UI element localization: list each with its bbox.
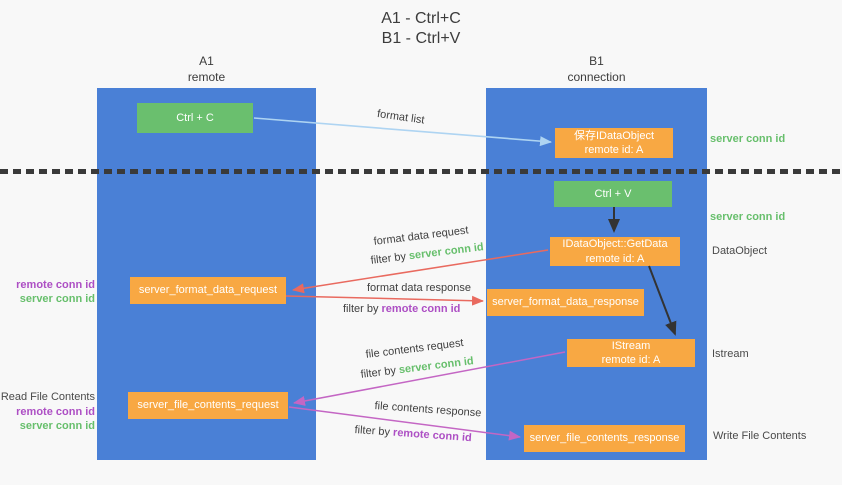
annotation-read-file-contents: Read File Contents [0, 391, 95, 403]
node-format-response-label: server_format_data_response [492, 296, 639, 309]
column-a1-name: A1 [199, 54, 214, 68]
filter-by-remote-conn-id-label-1: filter by remote conn id [343, 303, 460, 315]
column-b1-name: B1 [589, 54, 604, 68]
filter-by-remote-conn-id-label-2: filter by remote conn id [354, 424, 472, 444]
node-format-request-label: server_format_data_request [138, 284, 278, 297]
server-conn-id-text: server conn id [408, 241, 485, 263]
node-ctrl-v-label: Ctrl + V [594, 187, 632, 200]
remote-conn-id-text: remote conn id [392, 426, 473, 445]
annotation-remote-conn-id-1: remote conn id [16, 279, 95, 291]
server-conn-id-text: server conn id [398, 355, 475, 377]
filter-by-text: filter by [343, 303, 379, 315]
annotation-server-conn-id-top-right: server conn id [710, 133, 786, 145]
column-b1-role: connection [567, 69, 626, 84]
annotation-server-conn-id-1: server conn id [19, 293, 95, 305]
node-ctrl-c-label: Ctrl + C [176, 111, 214, 124]
node-ctrl-v: Ctrl + V [554, 181, 672, 207]
node-save-idataobject-line2: remote id: A [584, 144, 644, 156]
filter-by-text: filter by [370, 250, 407, 267]
node-server-file-contents-request: server_file_contents_request [128, 392, 288, 419]
filter-by-text: filter by [360, 364, 397, 381]
file-contents-response-label: file contents response [374, 400, 482, 420]
annotation-remote-conn-id-2: remote conn id [16, 406, 95, 418]
column-header-a1: A1 remote [97, 54, 316, 85]
node-server-format-data-request: server_format_data_request [130, 277, 286, 304]
annotation-server-conn-id-mid-right: server conn id [710, 211, 786, 223]
title-line-2: B1 - Ctrl+V [381, 29, 461, 47]
node-server-file-contents-response: server_file_contents_response [524, 425, 685, 452]
node-istream-line2: remote id: A [601, 354, 661, 366]
filter-by-text: filter by [354, 424, 391, 439]
diagram-title: A1 - Ctrl+C B1 - Ctrl+V [0, 9, 842, 48]
node-file-response-label: server_file_contents_response [529, 432, 680, 445]
annotation-write-file-contents: Write File Contents [713, 430, 807, 442]
column-header-b1: B1 connection [486, 54, 707, 85]
node-getdata-line1: IDataObject::GetData [562, 238, 668, 251]
format-data-response-label: format data response [367, 282, 471, 294]
column-a1-role: remote [187, 69, 226, 84]
node-istream: IStream remote id: A [567, 339, 695, 367]
node-istream-line1: IStream [611, 339, 651, 352]
node-ctrl-c: Ctrl + C [137, 103, 253, 133]
annotation-server-conn-id-2: server conn id [19, 420, 95, 432]
node-file-request-label: server_file_contents_request [137, 399, 279, 412]
node-save-idataobject-line1: 保存IDataObject [573, 129, 655, 142]
session-divider-dashed-line [0, 169, 842, 174]
title-line-1: A1 - Ctrl+C [381, 10, 461, 27]
node-getdata-line2: remote id: A [585, 252, 645, 265]
node-server-format-data-response: server_format_data_response [487, 289, 644, 316]
annotation-istream: Istream [712, 348, 749, 360]
format-list-label: format list [376, 108, 426, 127]
node-idataobject-getdata: IDataObject::GetData remote id: A [550, 237, 680, 266]
annotation-dataobject: DataObject [712, 245, 768, 257]
remote-conn-id-text: remote conn id [381, 303, 461, 315]
node-save-idataobject: 保存IDataObject remote id: A [555, 128, 673, 158]
